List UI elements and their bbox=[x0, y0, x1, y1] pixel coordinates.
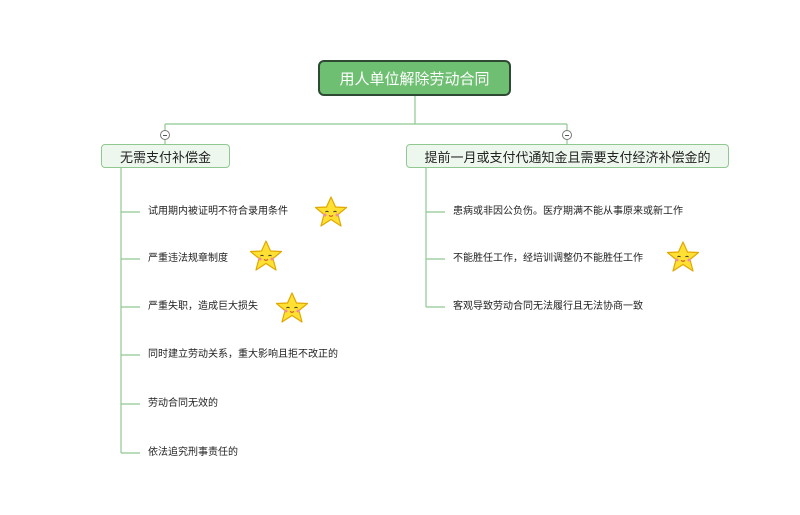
leaf-criminal[interactable]: 依法追究刑事责任的 bbox=[148, 447, 238, 458]
leaf-objective-change[interactable]: 客观导致劳动合同无法履行且无法协商一致 bbox=[453, 301, 643, 312]
leaf-illness[interactable]: 患病或非因公负伤。医疗期满不能从事原来或新工作 bbox=[453, 206, 683, 217]
collapse-icon[interactable] bbox=[160, 130, 170, 140]
leaf-invalid-contract[interactable]: 劳动合同无效的 bbox=[148, 398, 218, 409]
root-topic[interactable]: 用人单位解除劳动合同 bbox=[318, 60, 511, 96]
star-sticker-icon bbox=[249, 240, 283, 271]
branch-with-compensation[interactable]: 提前一月或支付代通知金且需要支付经济补偿金的 bbox=[406, 144, 729, 168]
leaf-negligence[interactable]: 严重失职，造成巨大损失 bbox=[148, 301, 258, 312]
star-sticker-icon bbox=[275, 292, 309, 323]
star-sticker-icon bbox=[666, 241, 700, 272]
leaf-violation[interactable]: 严重违法规章制度 bbox=[148, 253, 228, 264]
star-sticker-icon bbox=[314, 196, 348, 227]
leaf-incompetence[interactable]: 不能胜任工作，经培训调整仍不能胜任工作 bbox=[453, 253, 643, 264]
leaf-probation[interactable]: 试用期内被证明不符合录用条件 bbox=[148, 206, 288, 217]
branch-no-compensation[interactable]: 无需支付补偿金 bbox=[101, 144, 230, 168]
leaf-dual-employment[interactable]: 同时建立劳动关系，重大影响且拒不改正的 bbox=[148, 349, 338, 360]
collapse-icon[interactable] bbox=[562, 130, 572, 140]
